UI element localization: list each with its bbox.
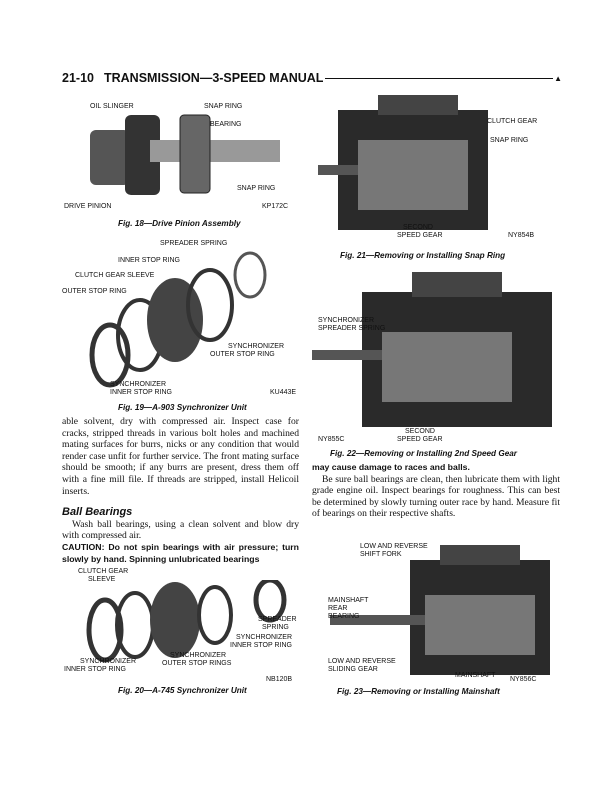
fig19-label: CLUTCH GEAR SLEEVE [75,272,155,279]
fig18-caption: Fig. 18—Drive Pinion Assembly [118,219,241,228]
fig23-label: SLIDING GEAR [328,666,378,673]
fig18-label: SNAP RING [237,185,276,192]
fig22-label: NY855C [318,436,345,443]
fig21-drawing [318,95,488,230]
fig23-label: MAINSHAFT [328,597,369,604]
fig23-label: BEARING [328,613,360,620]
left-body-text: able solvent, dry with compressed air. I… [62,416,299,565]
fig19-label: SYNCHRONIZER [228,343,285,350]
fig19-label: OUTER STOP RING [62,288,127,295]
right-body-text: may cause damage to races and balls. Be … [312,462,560,520]
fig21-label: CLUTCH GEAR [487,118,538,125]
fig18-label: KP172C [262,203,289,210]
fig18-label: BEARING [210,121,242,128]
fig20-label: CLUTCH GEAR [78,568,129,575]
fig23-label: MAINSHAFT [455,672,496,679]
fig23-drawing [330,545,550,675]
paragraph: able solvent, dry with compressed air. I… [62,416,299,497]
fig20-label: SYNCHRONIZER [80,658,137,665]
paragraph: Be sure ball bearings are clean, then lu… [312,473,560,520]
paragraph: Wash ball bearings, using a clean solven… [62,518,299,542]
fig19-drawing [89,251,267,388]
page-header: 21-10 TRANSMISSION—3-SPEED MANUAL ▲ [62,70,562,86]
fig23-caption: Fig. 23—Removing or Installing Mainshaft [337,687,500,696]
fig23-label: REAR [328,605,348,612]
fig20-label: OUTER STOP RINGS [162,660,232,667]
fig21-label: SNAP RING [490,137,529,144]
fig18-label: OIL SLINGER [90,103,134,110]
fig21-caption: Fig. 21—Removing or Installing Snap Ring [340,251,506,260]
header-marker-icon: ▲ [554,73,562,83]
section-heading: Ball Bearings [62,506,133,519]
fig19-label: KU443E [270,389,297,396]
fig18-label: SNAP RING [204,103,243,110]
fig23-label: LOW AND REVERSE [328,658,396,665]
fig20-label: NB120B [266,676,293,683]
fig23-label: SHIFT FORK [360,551,402,558]
fig20-label: INNER STOP RING [230,642,292,649]
fig23-label: NY856C [510,676,537,683]
fig18-drawing [90,114,280,195]
fig19-caption: Fig. 19—A-903 Synchronizer Unit [118,403,247,412]
fig22-drawing [312,272,552,427]
fig19-label: INNER STOP RING [118,257,180,264]
fig19-label: OUTER STOP RING [210,351,275,358]
fig19-label: INNER STOP RING [110,389,172,396]
page-number: 21-10 [62,71,94,85]
fig20-label: SLEEVE [88,576,116,583]
fig21-label: SPEED GEAR [397,232,443,239]
fig20-label: SPRING [262,624,289,631]
fig20-label: SYNCHRONIZER [170,652,227,659]
fig20-label: SPREADER [258,616,297,623]
fig22-label: SPREADER SPRING [318,325,386,332]
fig21-label: SECOND [403,224,433,231]
section-title: TRANSMISSION—3-SPEED MANUAL [103,71,324,85]
fig22-label: SPEED GEAR [397,436,443,443]
fig22-label: SYNCHRONIZER [318,317,375,324]
fig20-label: SYNCHRONIZER [236,634,293,641]
fig20-caption: Fig. 20—A-745 Synchronizer Unit [118,686,247,695]
fig19-label: SYNCHRONIZER [110,381,167,388]
fig19-label: SPREADER SPRING [160,240,228,247]
caution-text: CAUTION: Do not spin bearings with air p… [62,541,299,564]
header-rule [325,77,554,79]
caution-text: may cause damage to races and balls. [312,462,470,472]
fig22-label: SECOND [405,428,435,435]
fig18-label: DRIVE PINION [64,203,112,210]
fig20-drawing [86,580,287,663]
fig20-label: INNER STOP RING [64,666,126,673]
fig23-label: LOW AND REVERSE [360,543,428,550]
fig21-label: NY854B [508,232,535,239]
fig22-caption: Fig. 22—Removing or Installing 2nd Speed… [330,449,517,458]
